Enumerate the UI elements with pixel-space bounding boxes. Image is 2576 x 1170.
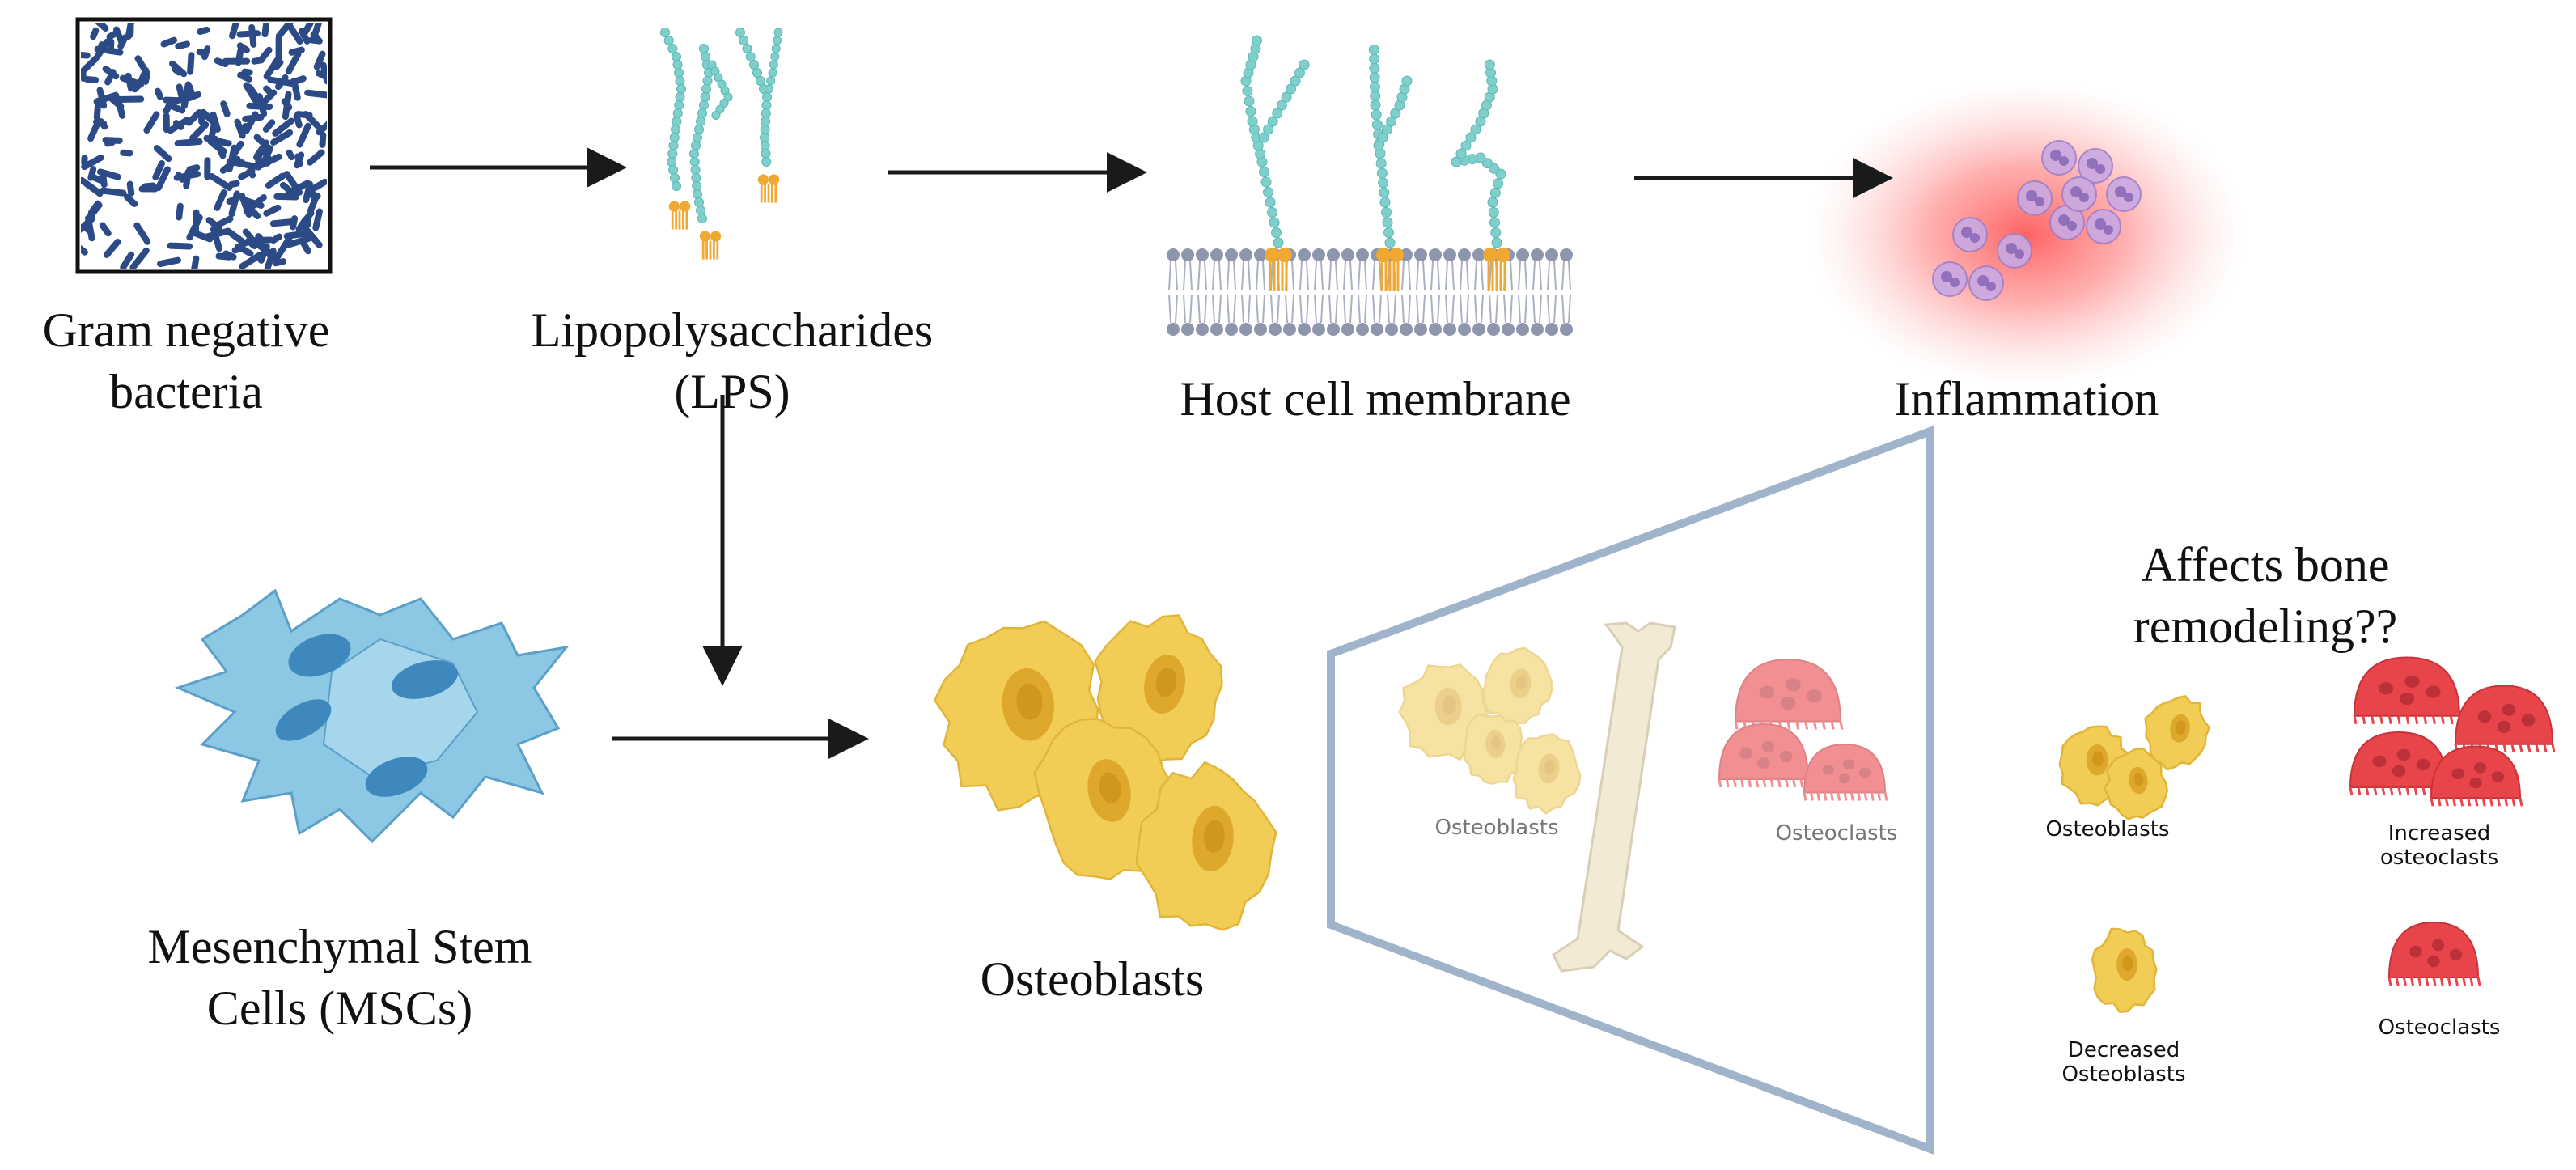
outcome-label-osteoclasts: Osteoclasts: [2378, 1015, 2501, 1040]
bone-icon: [1552, 621, 1676, 973]
outcome-decreased-osteoblast-icon: [2091, 927, 2158, 1013]
lps-icon: [660, 28, 783, 260]
label-gram-negative: Gram negative bacteria: [42, 303, 330, 418]
bacteria-icon: [75, 17, 333, 274]
outcome-osteoblasts-icon: [2058, 695, 2211, 820]
outcome-osteoclast-icon: [2387, 921, 2481, 986]
outcome-label-osteoblasts: Osteoblasts: [2045, 817, 2170, 841]
membrane-icon: [1167, 35, 1573, 336]
label-inflammation: Inflammation: [1894, 372, 2159, 426]
zoom-label-osteoblasts: Osteoblasts: [1434, 816, 1559, 840]
osteoblast-cluster-icon: [934, 614, 1277, 931]
outcome-label-decreased-osteoblasts: Decreased Osteoblasts: [2061, 1038, 2186, 1087]
zoom-osteoclasts-icon: [1718, 658, 1888, 801]
label-lps: Lipopolysaccharides (LPS): [531, 303, 934, 418]
zoom-osteoblasts-icon: [1398, 646, 1582, 815]
label-host-membrane: Host cell membrane: [1180, 372, 1571, 426]
arrows: [370, 147, 1893, 759]
inflammation-icon: [1808, 81, 2245, 388]
zoom-label-osteoclasts: Osteoclasts: [1775, 821, 1898, 846]
zoom-frame: [1327, 425, 1934, 1155]
outcome-increased-osteoclasts-icon: [2349, 656, 2556, 807]
label-question: Affects bone remodeling??: [2133, 538, 2398, 653]
label-mscs: Mesenchymal Stem Cells (MSCs): [147, 920, 532, 1035]
msc-icon: [174, 588, 570, 844]
outcome-label-increased-osteoclasts: Increased osteoclasts: [2379, 821, 2499, 870]
label-osteoblasts: Osteoblasts: [980, 952, 1205, 1006]
